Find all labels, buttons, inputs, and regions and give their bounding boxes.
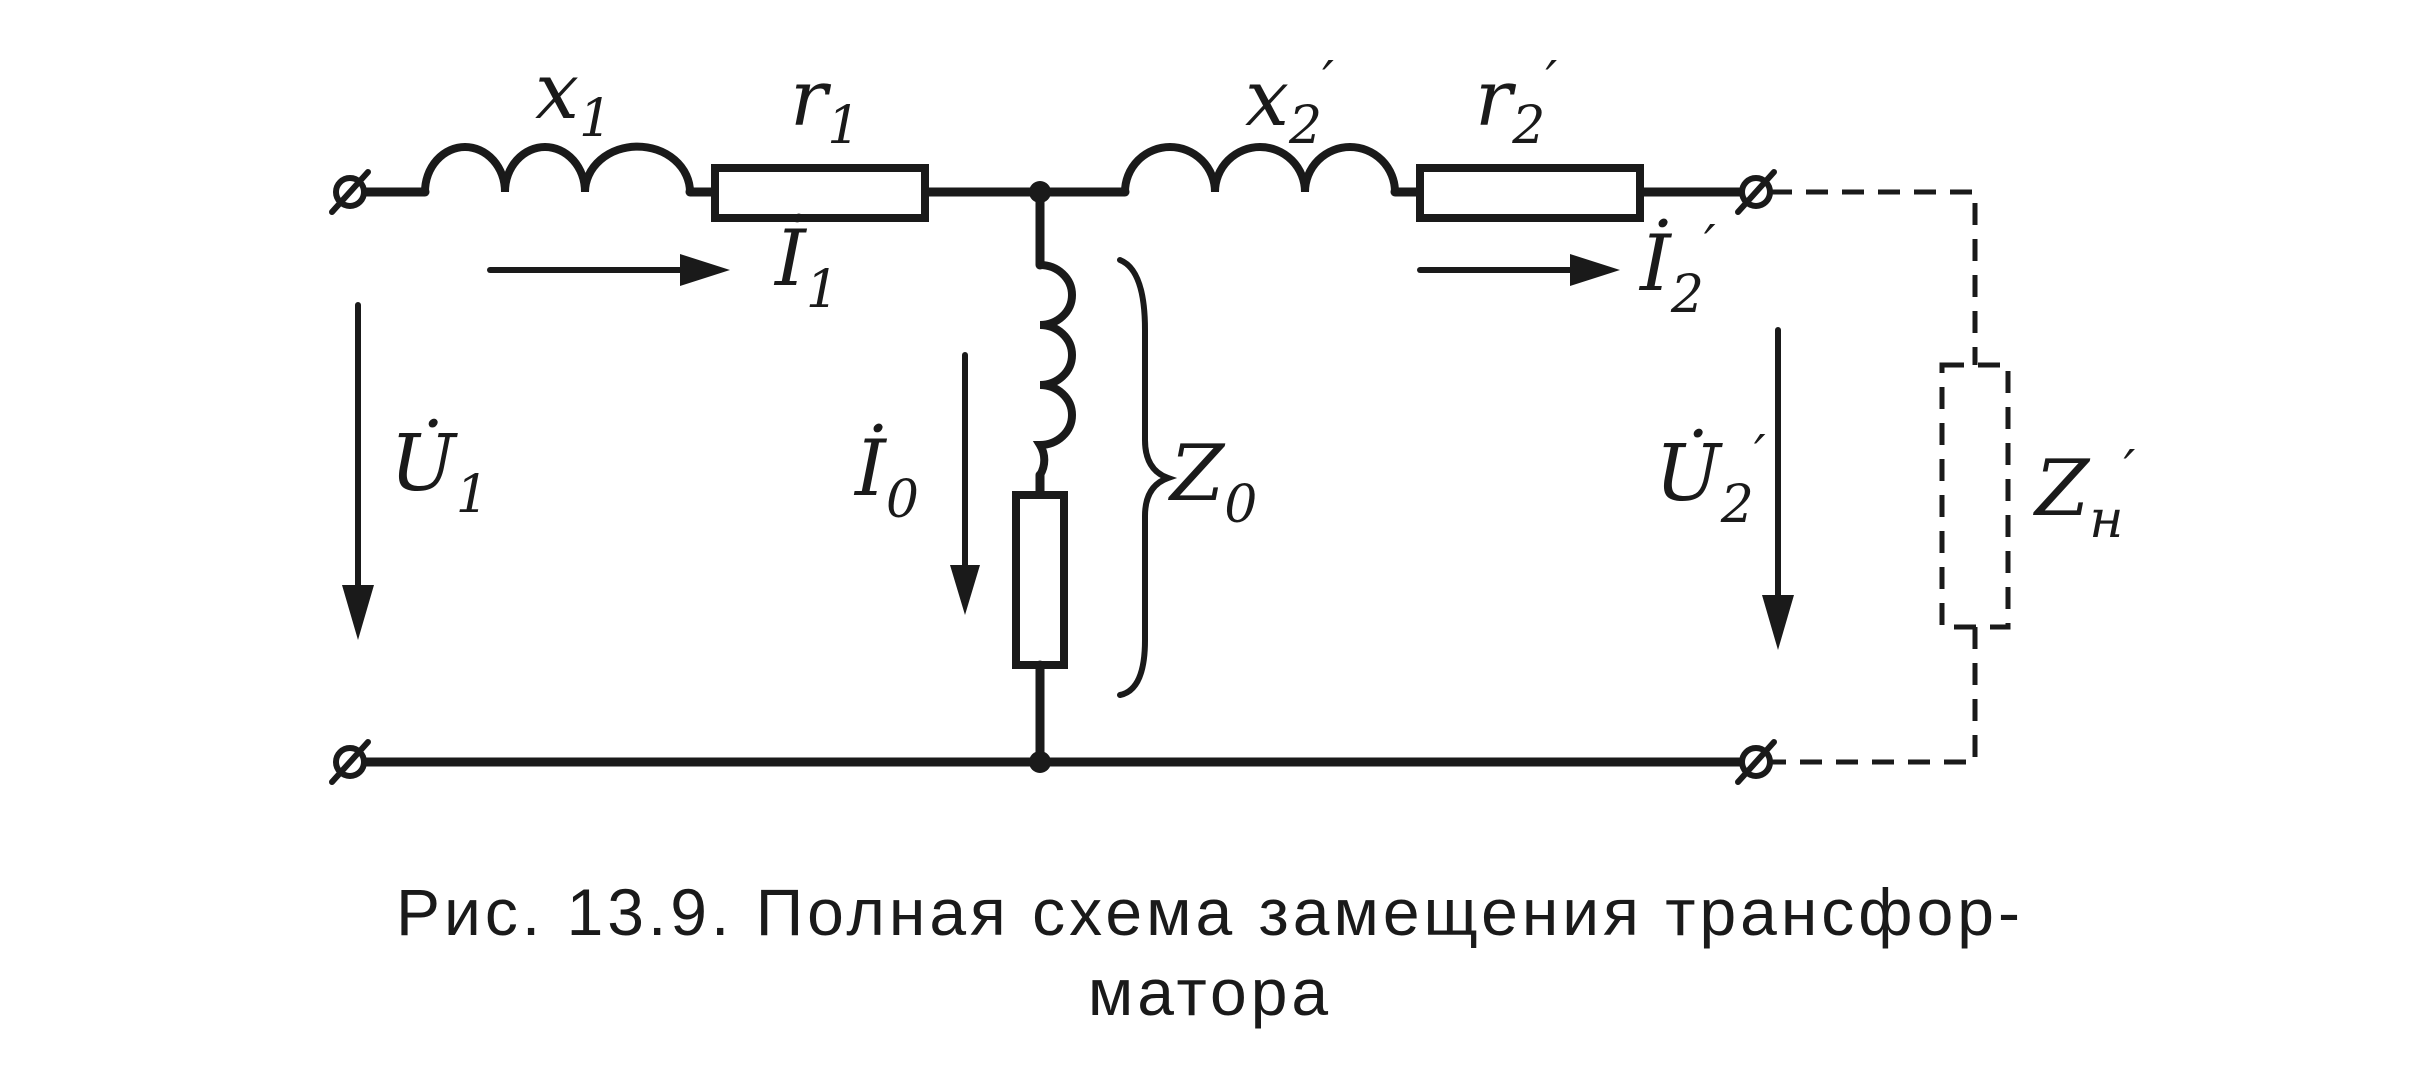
label-Z0: Z0: [1167, 429, 1257, 535]
label-r1: r1: [790, 54, 860, 156]
inductor-x1: [421, 142, 694, 196]
resistor-r2-prime: [1416, 164, 1644, 222]
terminal-primary-bottom: [329, 739, 371, 785]
label-ZH-prime: Zн′: [2032, 440, 2135, 550]
label-I2-prime: İ2′: [1638, 215, 1716, 325]
shunt-branch: [1012, 187, 1076, 767]
resistor-magnetizing: [1012, 491, 1068, 669]
label-U2-prime: U̇2′: [1655, 425, 1766, 535]
resistor-r1: [711, 164, 929, 222]
brace-Z0: [1117, 257, 1178, 698]
arrow-U2-prime: [1762, 327, 1794, 650]
arrow-I0: [950, 352, 980, 615]
caption-line-1: Рис. 13.9. Полная схема замещения трансф…: [396, 875, 2024, 949]
inductor-x2-prime: [1121, 143, 1399, 196]
load-branch-dashed: [1770, 189, 2011, 765]
label-I0: İ0: [853, 422, 919, 530]
label-U1: U̇1: [390, 418, 489, 525]
terminal-secondary-top: [1735, 169, 1777, 215]
arrow-I1: [487, 254, 730, 286]
junction-top: [1029, 181, 1051, 203]
label-x2-prime: x2′: [1245, 51, 1334, 156]
arrow-U1: [342, 302, 374, 640]
caption-line-2: матора: [1088, 955, 1332, 1029]
inductor-magnetizing: [1032, 261, 1076, 479]
terminal-primary-top: [329, 169, 371, 215]
label-r2-prime: r2′: [1475, 51, 1557, 156]
label-x1: x1: [535, 47, 612, 149]
resistor-load: [1939, 362, 2011, 630]
terminal-secondary-bottom: [1735, 739, 1777, 785]
arrow-I2-prime: [1417, 254, 1620, 286]
label-I1: İ1: [773, 212, 839, 320]
